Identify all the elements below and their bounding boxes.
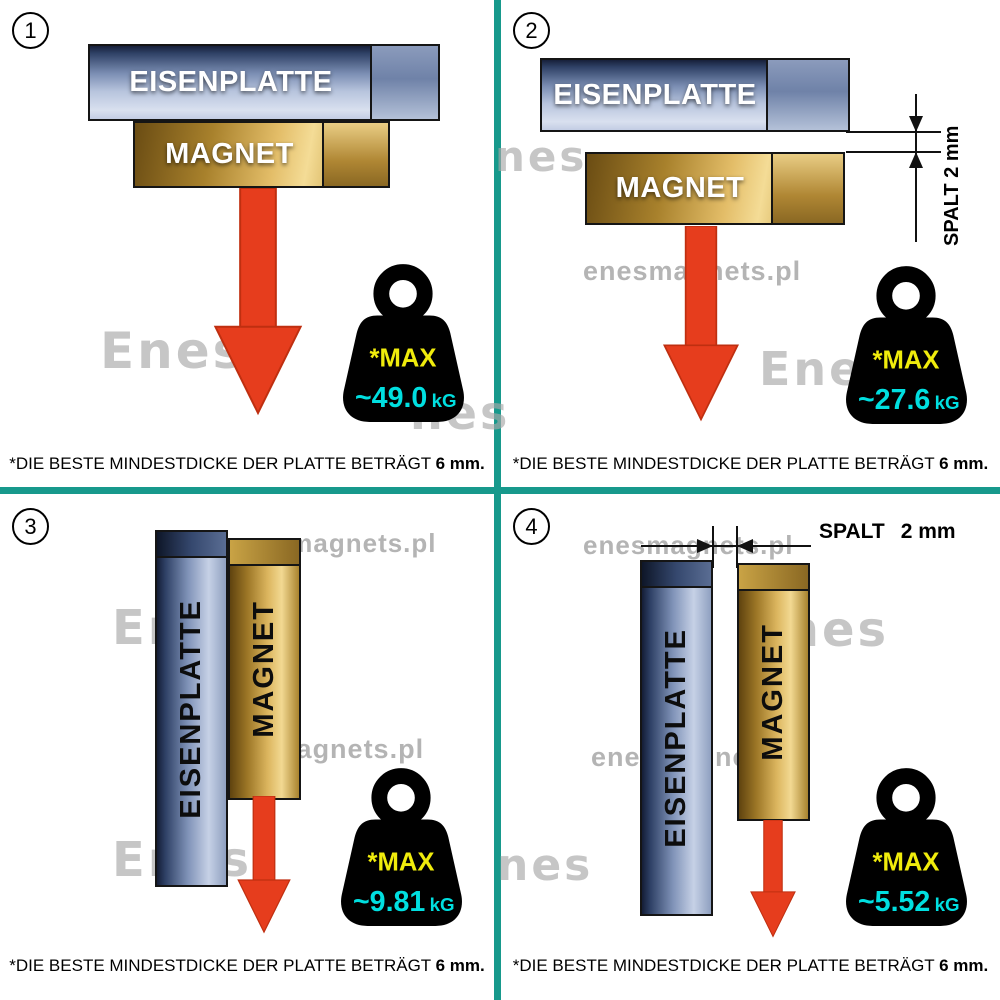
pull-force-arrow <box>237 796 291 934</box>
magnet-label: MAGNET <box>165 138 294 170</box>
weight-handle <box>373 264 433 324</box>
magnet-label: MAGNET <box>757 623 789 761</box>
magnet: MAGNET <box>737 563 810 821</box>
panel-1: 1 Enes Enes nes EISENPLATTE MAGNET *MAX … <box>0 0 507 487</box>
iron-plate-label: EISENPLATTE <box>660 628 692 848</box>
arrow-shaft <box>684 226 718 352</box>
weight-handle <box>876 768 936 828</box>
iron-plate-end-face <box>766 60 848 130</box>
dimension-arrow-up <box>909 152 923 168</box>
gap-label: SPALT 2 mm <box>941 125 963 246</box>
dimension-arrow-right <box>697 539 713 553</box>
weight-handle <box>876 266 936 326</box>
max-unit: kG <box>432 390 457 411</box>
footnote-bold: 6 mm. <box>939 956 989 975</box>
footnote: *DIE BESTE MINDESTDICKE DER PLATTE BETRÄ… <box>501 454 1000 474</box>
footnote-bold: 6 mm. <box>435 956 485 975</box>
arrow-shaft <box>252 796 276 885</box>
gap-value-text: 2 mm <box>900 520 956 543</box>
dimension-arrow-down <box>909 116 923 132</box>
iron-plate-label: EISENPLATTE <box>175 598 207 819</box>
max-unit: kG <box>430 894 455 915</box>
arrow-head <box>213 325 303 416</box>
magnet-top-face <box>230 540 299 566</box>
iron-plate-label: EISENPLATTE <box>553 78 757 111</box>
horizontal-divider <box>0 487 1000 494</box>
footnote-text: *DIE BESTE MINDESTDICKE DER PLATTE BETRÄ… <box>512 956 935 975</box>
magnet-label: MAGNET <box>615 172 745 204</box>
enes-logo-watermark: nes <box>497 840 594 891</box>
iron-plate: EISENPLATTE <box>640 560 713 916</box>
weight-icon: *MAX ~9.81 kG <box>341 768 462 926</box>
panel-1-number-badge: 1 <box>12 12 49 49</box>
max-unit: kG <box>935 894 960 915</box>
max-value: ~27.6 <box>858 384 930 416</box>
weight-body <box>846 819 967 926</box>
panel-2-number-badge: 2 <box>513 12 550 49</box>
magnet-end-face <box>771 154 843 223</box>
max-value: ~49.0 <box>355 382 427 414</box>
footnote-text: *DIE BESTE MINDESTDICKE DER PLATTE BETRÄ… <box>9 454 431 473</box>
footnote: *DIE BESTE MINDESTDICKE DER PLATTE BETRÄ… <box>0 454 494 474</box>
gap-label-text: SPALT <box>819 520 885 543</box>
max-unit: kG <box>935 392 960 413</box>
weight-handle <box>371 768 431 828</box>
magnet: MAGNET <box>585 152 845 225</box>
enes-logo-watermark: nes <box>495 132 588 181</box>
weight-body <box>846 317 967 424</box>
arrow-shaft <box>239 188 277 334</box>
pull-force-arrow <box>750 820 796 938</box>
panel-2: 2 nes enesmagnets.pl Enes EISENPLATTE MA… <box>495 0 1000 487</box>
arrow-head <box>662 344 740 422</box>
magnet: MAGNET <box>133 121 390 188</box>
footnote-bold: 6 mm. <box>939 454 989 473</box>
magnet-top-face <box>739 565 808 591</box>
gap-dimension-indicator <box>846 94 941 242</box>
panel-4: 4 enesmagnets.pl Enes enesmagnets.pl nes… <box>497 494 1000 1000</box>
max-label: *MAX <box>370 345 437 373</box>
footnote-bold: 6 mm. <box>435 454 485 473</box>
footnote-text: *DIE BESTE MINDESTDICKE DER PLATTE BETRÄ… <box>512 454 935 473</box>
max-label: *MAX <box>873 849 940 877</box>
arrow-head <box>750 891 796 938</box>
weight-icon: *MAX ~49.0 kG <box>343 264 464 422</box>
magnet: MAGNET <box>228 538 301 800</box>
max-label: *MAX <box>368 849 435 877</box>
magnet-label: MAGNET <box>248 600 280 738</box>
gap-label: SPALT 2 mm <box>819 520 956 544</box>
weight-icon: *MAX ~5.52 kG <box>846 768 967 926</box>
arrow-head <box>237 879 291 934</box>
max-label: *MAX <box>873 347 940 375</box>
iron-plate-top-face <box>642 562 711 588</box>
pull-force-arrow <box>213 188 303 416</box>
iron-plate-end-face <box>370 46 438 119</box>
weight-body <box>341 819 462 926</box>
gap-dimension-indicator <box>641 526 811 568</box>
arrow-shaft <box>763 820 783 896</box>
panel-3-number-badge: 3 <box>12 508 49 545</box>
iron-plate: EISENPLATTE <box>88 44 440 121</box>
max-value: ~9.81 <box>353 886 425 918</box>
footnote-text: *DIE BESTE MINDESTDICKE DER PLATTE BETRÄ… <box>9 956 431 975</box>
iron-plate: EISENPLATTE <box>155 530 228 887</box>
weight-icon: *MAX ~27.6 kG <box>846 266 967 424</box>
weight-body <box>343 315 464 422</box>
footnote: *DIE BESTE MINDESTDICKE DER PLATTE BETRÄ… <box>0 956 494 976</box>
panel-3: 3 enesmagnets.pl Enes enesmagnets.pl Ene… <box>0 494 494 1000</box>
iron-plate-top-face <box>157 532 226 558</box>
iron-plate-label: EISENPLATTE <box>129 66 333 98</box>
dimension-arrow-left <box>737 539 753 553</box>
magnet-end-face <box>322 123 388 186</box>
iron-plate: EISENPLATTE <box>540 58 850 132</box>
panel-4-number-badge: 4 <box>513 508 550 545</box>
max-value: ~5.52 <box>858 886 930 918</box>
vertical-divider <box>494 0 501 1000</box>
footnote: *DIE BESTE MINDESTDICKE DER PLATTE BETRÄ… <box>501 956 1000 976</box>
pull-force-arrow <box>662 226 740 422</box>
